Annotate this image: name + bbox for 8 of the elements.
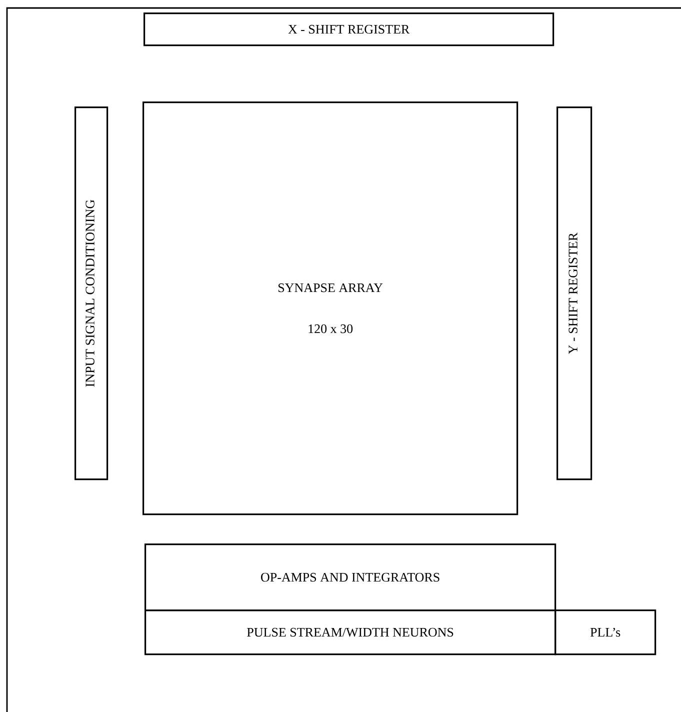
block-box: PLL’s	[554, 610, 656, 656]
block-box: PULSE STREAM/WIDTH NEURONS	[144, 610, 556, 656]
block-box: X - SHIFT REGISTER	[144, 12, 554, 46]
block-box: INPUT SIGNAL CONDITIONING	[74, 106, 108, 480]
block-box: OP-AMPS AND INTEGRATORS	[144, 544, 556, 612]
chip-outline	[6, 7, 681, 712]
block-box: Y - SHIFT REGISTER	[556, 106, 592, 480]
block-box: SYNAPSE ARRAY 120 x 30	[142, 102, 518, 516]
